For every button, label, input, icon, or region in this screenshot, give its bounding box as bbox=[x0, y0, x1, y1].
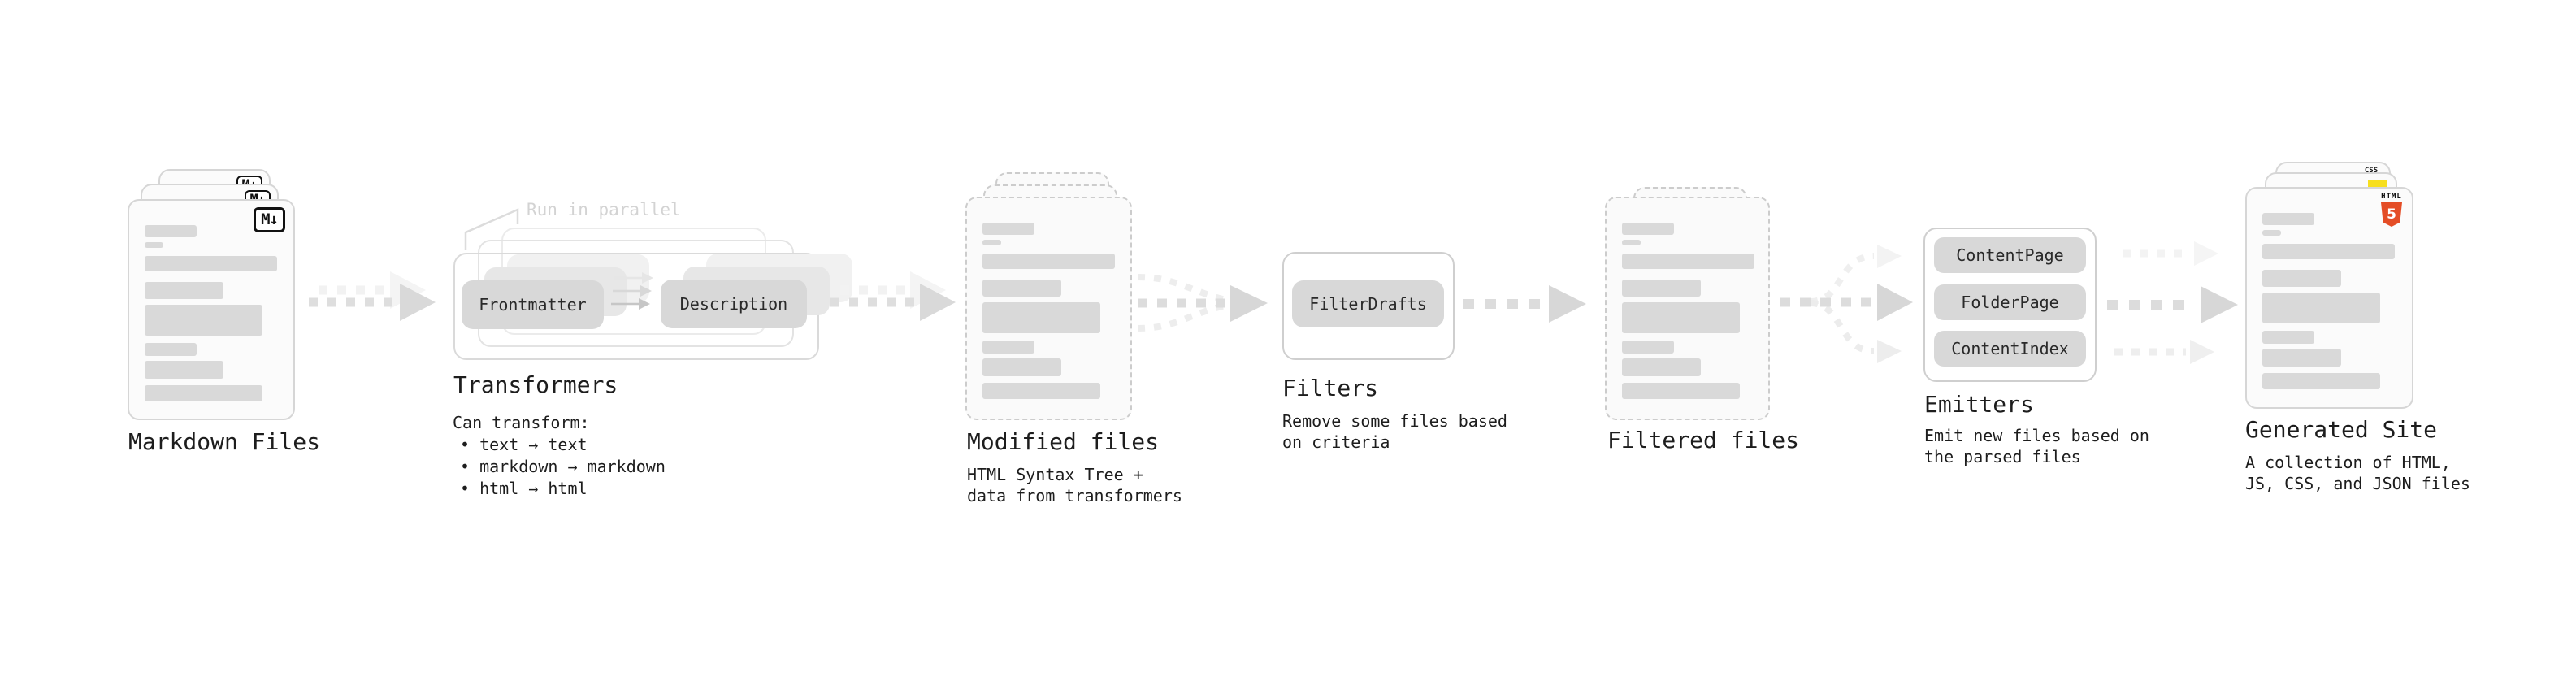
folderpage-pill: FolderPage bbox=[1934, 284, 2086, 320]
skeleton-line bbox=[1622, 240, 1641, 245]
flow-arrow-markdown-to-transformers bbox=[309, 271, 436, 321]
skeleton-line bbox=[982, 340, 1034, 354]
skeleton-line bbox=[145, 282, 223, 299]
skeleton-line bbox=[982, 383, 1100, 399]
skeleton-line bbox=[1622, 340, 1674, 354]
modified-file-card-front bbox=[965, 197, 1132, 420]
modified-files-label: Modified files bbox=[967, 428, 1160, 455]
skeleton-line bbox=[982, 254, 1115, 269]
skeleton-line bbox=[1622, 280, 1701, 297]
skeleton-line bbox=[145, 361, 223, 379]
skeleton-line bbox=[2262, 213, 2314, 225]
filtered-files-label: Filtered files bbox=[1607, 427, 1800, 453]
markdown-icon: M↓ bbox=[254, 207, 285, 232]
modified-files-note-1: HTML Syntax Tree + bbox=[967, 465, 1143, 484]
filterdrafts-pill: FilterDrafts bbox=[1292, 280, 1444, 327]
contentpage-pill: ContentPage bbox=[1934, 237, 2086, 273]
transformers-bullet-3: • html → html bbox=[460, 479, 588, 498]
run-in-parallel-annotation: Run in parallel bbox=[527, 200, 681, 219]
skeleton-line bbox=[2262, 331, 2314, 344]
transformers-note-title: Can transform: bbox=[453, 413, 590, 432]
skeleton-line bbox=[145, 242, 163, 248]
frontmatter-pill: Frontmatter bbox=[462, 280, 604, 329]
skeleton-line bbox=[2262, 270, 2341, 287]
transformers-bullet-1: • text → text bbox=[460, 435, 588, 454]
filters-note-2: on criteria bbox=[1282, 432, 1390, 452]
markdown-files-label: Markdown Files bbox=[128, 428, 321, 455]
skeleton-line bbox=[1622, 223, 1674, 235]
transformers-bullet-2: • markdown → markdown bbox=[460, 457, 666, 476]
modified-files-note-2: data from transformers bbox=[967, 486, 1182, 505]
skeleton-line bbox=[145, 305, 262, 336]
skeleton-line bbox=[982, 240, 1001, 245]
skeleton-line bbox=[2262, 244, 2395, 259]
markdown-file-card-front: M↓ bbox=[128, 199, 295, 420]
flow-arrow-emitters-to-generated bbox=[2107, 241, 2238, 364]
filtered-file-card-front bbox=[1605, 197, 1770, 420]
skeleton-line bbox=[1622, 383, 1740, 399]
skeleton-line bbox=[1622, 302, 1740, 333]
filters-note-1: Remove some files based bbox=[1282, 411, 1507, 431]
skeleton-line bbox=[145, 256, 277, 271]
skeleton-line bbox=[145, 225, 197, 237]
transformers-label: Transformers bbox=[453, 371, 618, 398]
skeleton-line bbox=[145, 343, 197, 356]
generated-site-note-1: A collection of HTML, bbox=[2245, 453, 2451, 472]
flow-arrow-filtered-to-emitters bbox=[1780, 245, 1913, 363]
skeleton-line bbox=[1622, 254, 1754, 269]
skeleton-line bbox=[2262, 349, 2341, 367]
skeleton-line bbox=[982, 358, 1061, 376]
generated-site-label: Generated Site bbox=[2245, 416, 2438, 443]
emitters-label: Emitters bbox=[1924, 391, 2034, 418]
html5-icon: HTML 5 bbox=[2381, 193, 2402, 227]
skeleton-line bbox=[982, 223, 1034, 235]
flow-arrow-filters-to-filtered bbox=[1463, 285, 1586, 323]
generated-site-note-2: JS, CSS, and JSON files bbox=[2245, 474, 2470, 493]
skeleton-line bbox=[2262, 230, 2281, 236]
skeleton-line bbox=[982, 280, 1061, 297]
skeleton-line bbox=[2262, 373, 2380, 389]
emitters-note-2: the parsed files bbox=[1924, 447, 2081, 466]
generated-html-file-card: HTML 5 bbox=[2245, 187, 2413, 409]
description-pill: Description bbox=[661, 280, 807, 328]
contentindex-pill: ContentIndex bbox=[1934, 331, 2086, 367]
emitters-note-1: Emit new files based on bbox=[1924, 426, 2149, 445]
filters-label: Filters bbox=[1282, 375, 1379, 401]
skeleton-line bbox=[982, 302, 1100, 333]
skeleton-line bbox=[2262, 293, 2380, 323]
skeleton-line bbox=[1622, 358, 1701, 376]
flow-arrow-modified-to-filters bbox=[1137, 274, 1268, 332]
skeleton-line bbox=[145, 385, 262, 401]
